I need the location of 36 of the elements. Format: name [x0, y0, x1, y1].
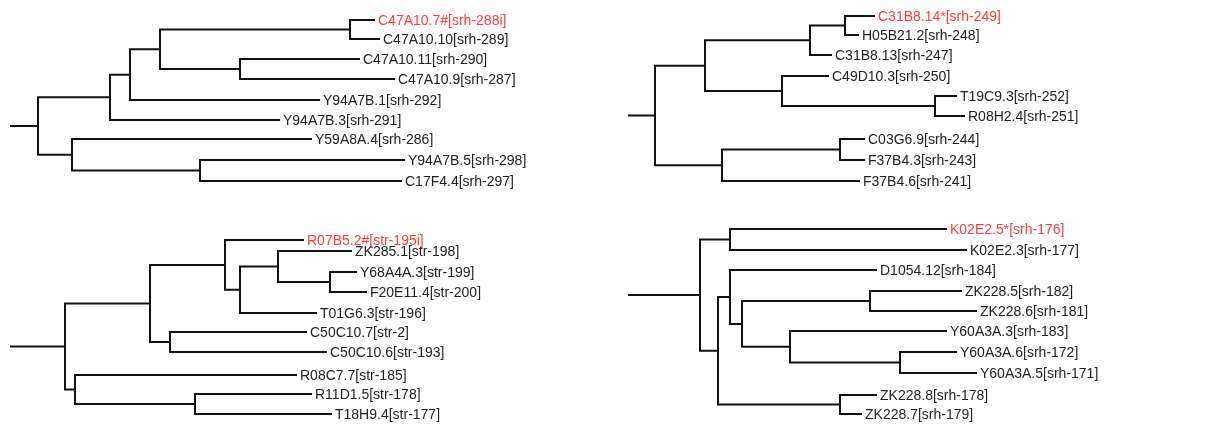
leaf-label: Y68A4A.3[str-199]	[360, 264, 475, 280]
leaf-label: ZK228.5[srh-182]	[965, 283, 1074, 299]
leaf-label: C17F4.4[srh-297]	[405, 173, 514, 189]
leaf-label: Y94A7B.5[srh-298]	[408, 152, 527, 168]
leaf-label: R11D1.5[str-178]	[315, 386, 421, 402]
leaf-label: K02E2.3[srh-177]	[970, 242, 1079, 258]
leaf-label: C50C10.6[str-193]	[330, 344, 445, 360]
leaf-label: Y94A7B.3[srh-291]	[283, 112, 402, 128]
leaf-label: Y60A3A.3[srh-183]	[950, 323, 1069, 339]
leaf-label: C49D10.3[srh-250]	[832, 68, 951, 84]
leaf-label: C47A10.9[srh-287]	[398, 71, 516, 87]
leaf-label: C50C10.7[str-2]	[310, 324, 409, 340]
leaf-label: Y60A3A.6[srh-172]	[960, 344, 1079, 360]
leaf-label: C47A10.7#[srh-288i]	[378, 12, 507, 28]
leaf-label: T19C9.3[srh-252]	[960, 88, 1069, 104]
leaf-label: C31B8.13[srh-247]	[835, 47, 953, 63]
leaf-label: D1054.12[srh-184]	[880, 262, 996, 278]
leaf-label: ZK228.8[srh-178]	[880, 387, 989, 403]
leaf-label: H05B21.2[srh-248]	[862, 27, 980, 43]
leaf-label: K02E2.5*[srh-176]	[950, 221, 1065, 237]
leaf-label: R08C7.7[str-185]	[300, 367, 407, 383]
leaf-label: T01G6.3[str-196]	[320, 305, 426, 321]
leaf-label: C47A10.10[srh-289]	[383, 31, 509, 47]
leaf-label: Y94A7B.1[srh-292]	[323, 92, 442, 108]
leaf-label: F37B4.3[srh-243]	[868, 152, 977, 168]
leaf-label: C47A10.11[srh-290]	[363, 51, 488, 67]
leaf-label: ZK228.6[srh-181]	[980, 303, 1089, 319]
leaf-label: ZK228.7[srh-179]	[865, 406, 974, 422]
leaf-label: R08H2.4[srh-251]	[968, 108, 1079, 124]
leaf-label: T18H9.4[str-177]	[335, 406, 441, 422]
leaf-label: F37B4.6[srh-241]	[863, 173, 972, 189]
leaf-label: Y60A3A.5[srh-171]	[980, 365, 1099, 381]
leaf-label: C31B8.14*[srh-249]	[878, 8, 1001, 24]
leaf-label: C03G6.9[srh-244]	[868, 131, 980, 147]
leaf-label: Y59A8A.4[srh-286]	[315, 131, 434, 147]
leaf-label: F20E11.4[str-200]	[370, 284, 482, 300]
